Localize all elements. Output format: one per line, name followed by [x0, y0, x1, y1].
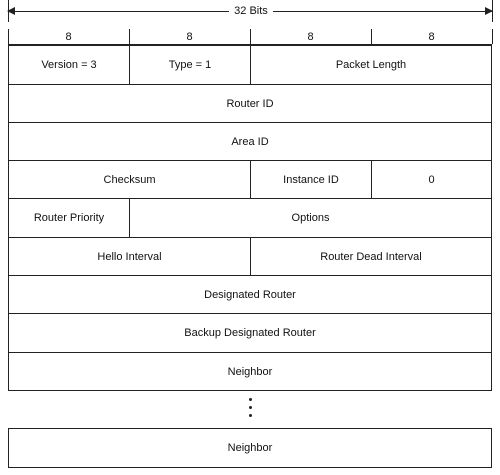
- packet-length-field: Packet Length: [250, 45, 492, 85]
- ruler-tick: [129, 29, 130, 44]
- checksum-field: Checksum: [8, 160, 251, 199]
- byte-width-label: 8: [307, 31, 314, 43]
- dot: [249, 406, 252, 409]
- ruler-tick: [492, 29, 493, 44]
- byte-width-label: 8: [186, 31, 193, 43]
- ruler-tick: [8, 29, 9, 44]
- zero-field: 0: [371, 160, 492, 199]
- backup-designated-router-field: Backup Designated Router: [8, 313, 492, 353]
- options-field: Options: [129, 198, 492, 238]
- neighbor-field-last: Neighbor: [8, 428, 492, 468]
- router-dead-interval-field: Router Dead Interval: [250, 237, 492, 276]
- dot: [249, 414, 252, 417]
- dot: [249, 398, 252, 401]
- ruler-tick: [250, 29, 251, 44]
- total-bits-label: 32 Bits: [229, 4, 273, 18]
- version-field: Version = 3: [8, 45, 130, 85]
- bits-right-tick: [492, 0, 493, 22]
- byte-width-label: 8: [65, 31, 72, 43]
- type-field: Type = 1: [129, 45, 251, 85]
- ruler-tick: [371, 29, 372, 44]
- left-arrow-icon: [7, 7, 15, 15]
- continuation-dots: [249, 398, 253, 422]
- ruler-line: [8, 44, 492, 45]
- neighbor-field-first: Neighbor: [8, 352, 492, 391]
- hello-interval-field: Hello Interval: [8, 237, 251, 276]
- bits-left-tick: [8, 0, 9, 22]
- designated-router-field: Designated Router: [8, 275, 492, 314]
- right-arrow-icon: [485, 7, 493, 15]
- instance-id-field: Instance ID: [250, 160, 372, 199]
- router-priority-field: Router Priority: [8, 198, 130, 238]
- byte-width-label: 8: [428, 31, 435, 43]
- router-id-field: Router ID: [8, 84, 492, 123]
- area-id-field: Area ID: [8, 122, 492, 161]
